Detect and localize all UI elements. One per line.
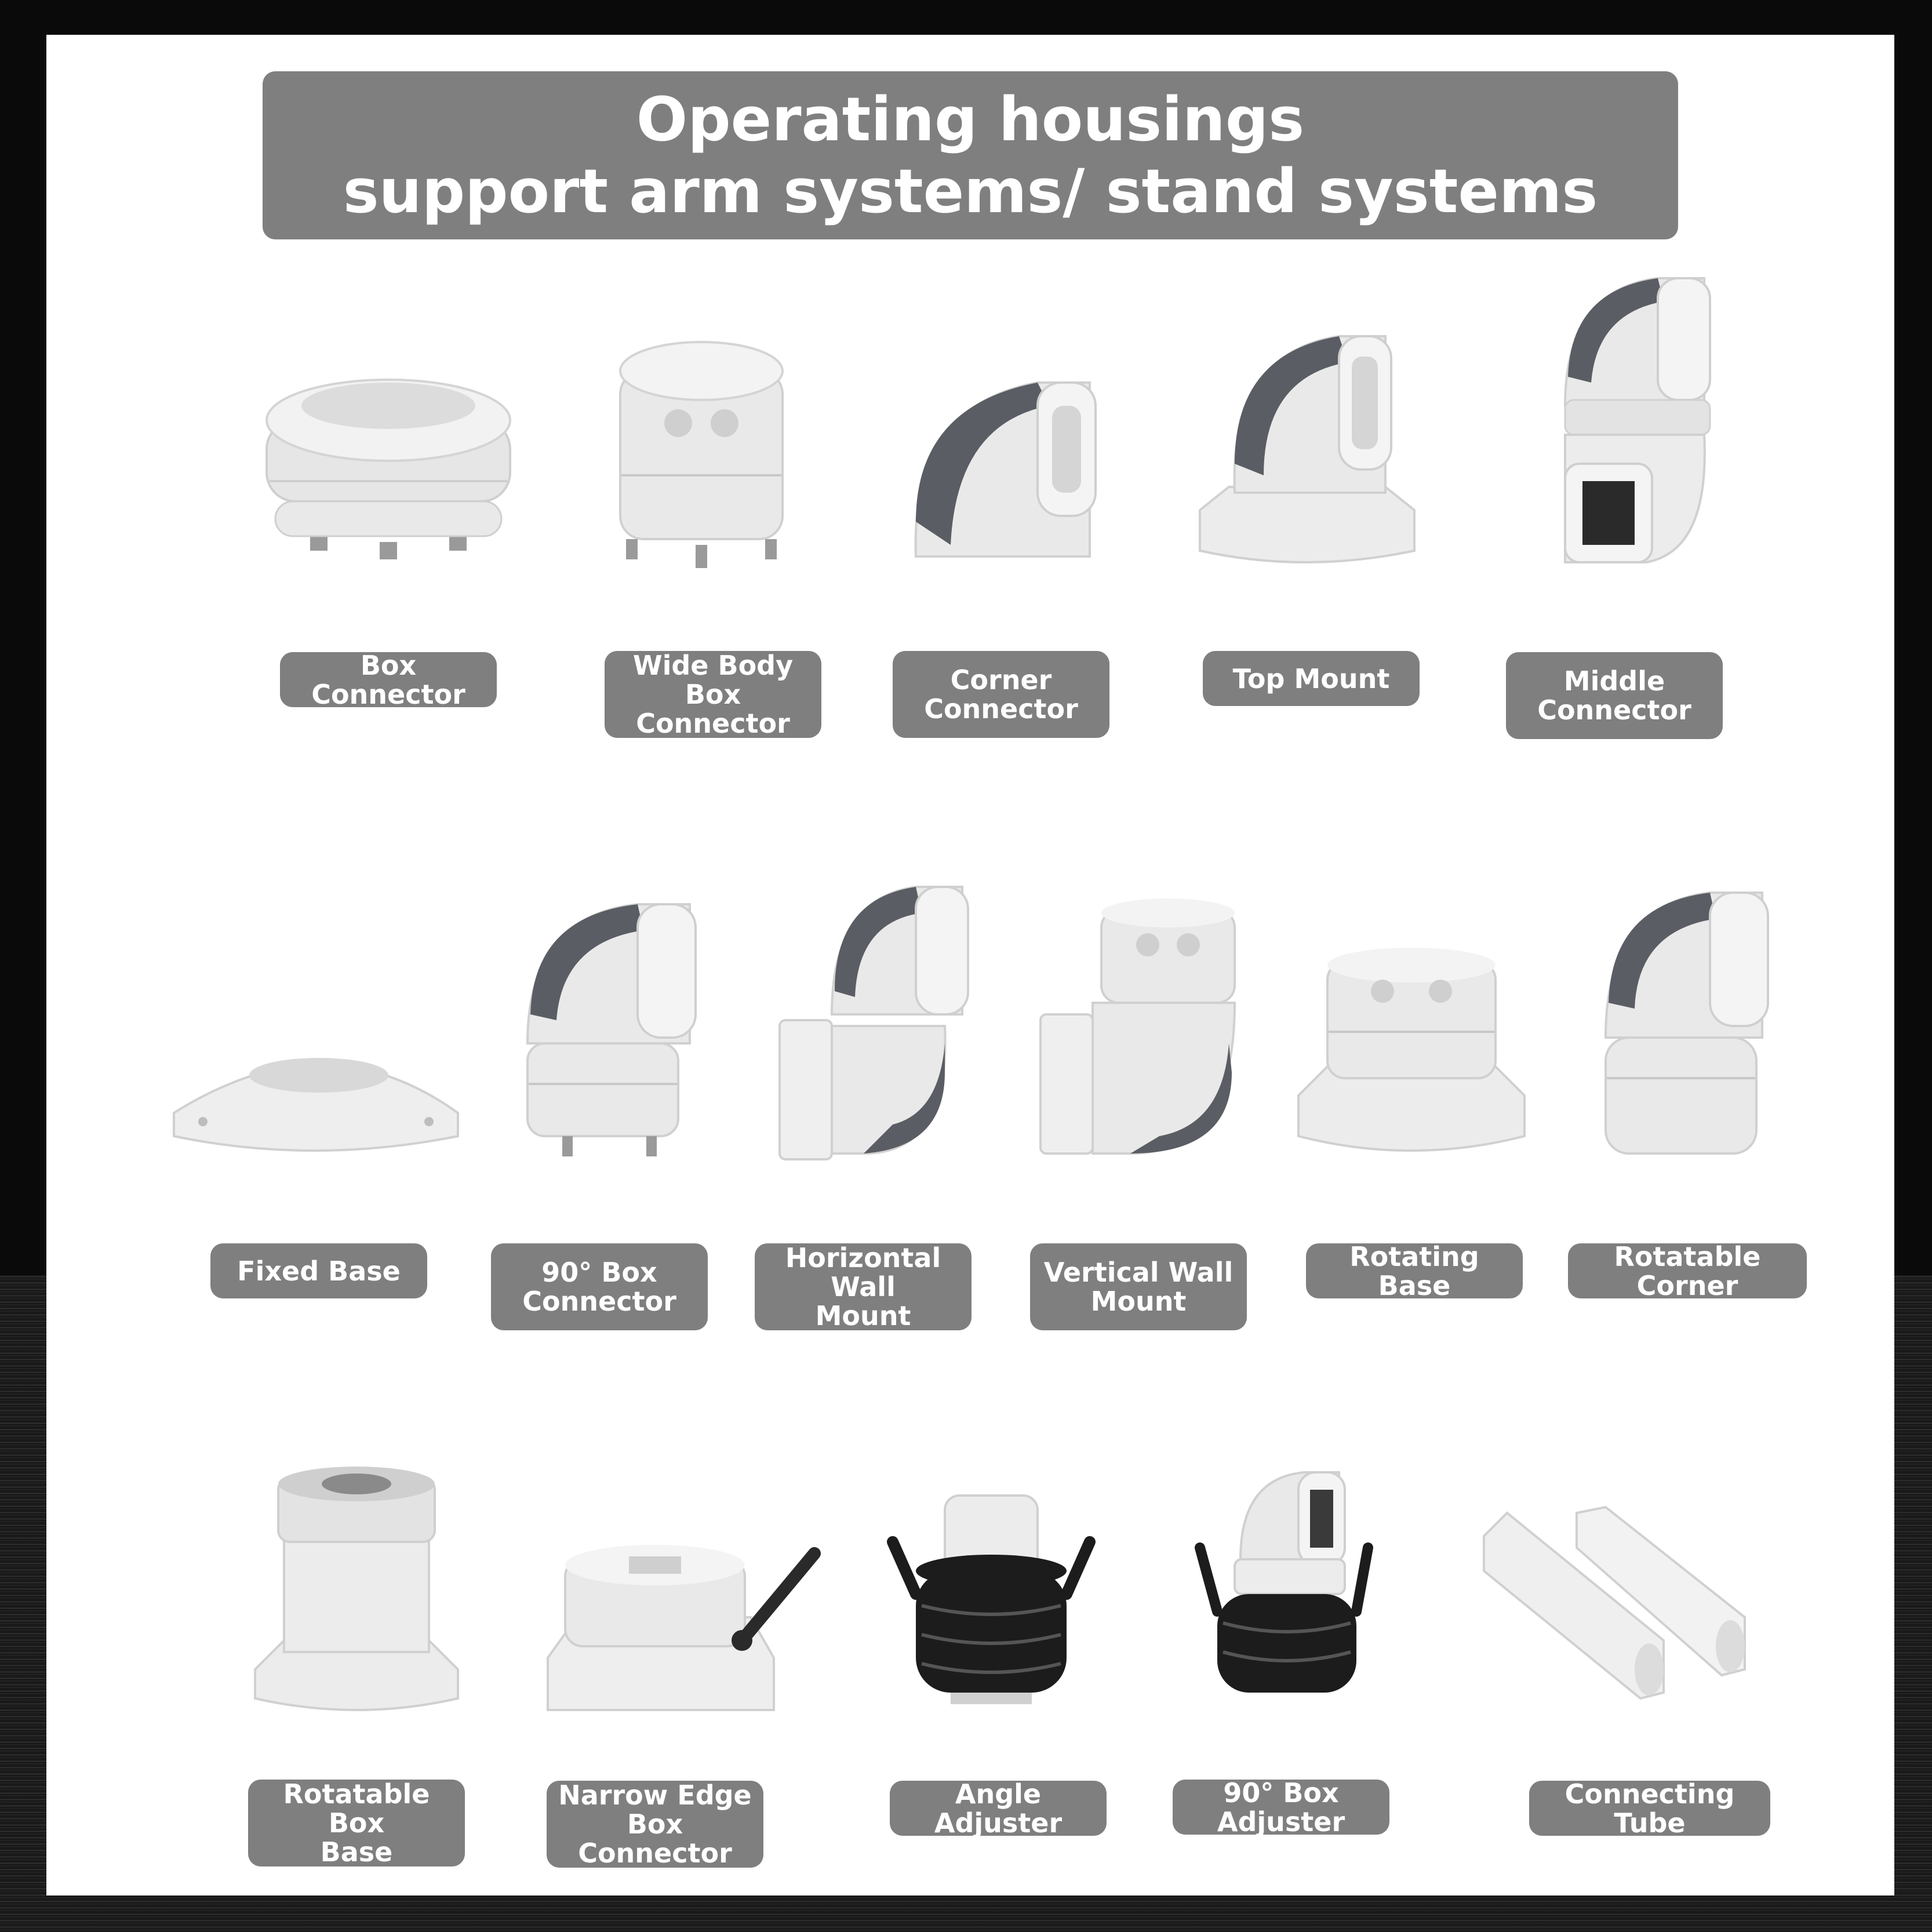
product-label: Rotatable Box Base <box>248 1780 465 1866</box>
90-box-connector-icon <box>526 903 697 1156</box>
angle-adjuster-icon <box>887 1494 1096 1704</box>
product-label: Middle Connector <box>1506 652 1723 739</box>
vertical-wall-mount-icon <box>1039 898 1236 1155</box>
rotatable-corner-icon <box>1604 892 1769 1155</box>
product-label: Connecting Tube <box>1529 1780 1770 1838</box>
product-label: Vertical Wall Mount <box>1030 1243 1247 1330</box>
product-label: Top Mount <box>1203 651 1420 706</box>
page-title-line-2: support arm systems/ stand systems <box>343 156 1598 227</box>
product-label: Angle Adjuster <box>890 1780 1107 1838</box>
product-label: 90° Box Connector <box>491 1243 708 1330</box>
wide-body-box-connector-icon <box>619 341 784 568</box>
middle-connector-icon <box>1563 277 1711 563</box>
narrow-edge-box-connector-icon <box>547 1545 821 1711</box>
fixed-base-icon <box>173 1058 459 1152</box>
product-label: 90° Box Adjuster <box>1173 1778 1389 1836</box>
rotatable-box-base-icon <box>254 1467 459 1711</box>
page-title-banner: Operating housings support arm systems/ … <box>263 71 1678 239</box>
product-label: Narrow Edge Box Connector <box>547 1781 763 1868</box>
product-label: Box Connector <box>280 651 497 709</box>
rotating-base-icon <box>1297 948 1526 1152</box>
product-label: Horizontal Wall Mount <box>755 1243 972 1330</box>
product-label: Corner Connector <box>893 651 1109 738</box>
horizontal-wall-mount-icon <box>778 886 969 1160</box>
connecting-tube-icon <box>1483 1505 1746 1700</box>
product-label: Rotating Base <box>1306 1242 1523 1300</box>
90-box-adjuster-icon <box>1195 1471 1373 1693</box>
top-mount-icon <box>1199 335 1416 563</box>
box-connector-icon <box>265 379 511 559</box>
product-label: Rotatable Corner <box>1568 1242 1807 1300</box>
product-label: Wide Body Box Connector <box>605 651 821 738</box>
page-title-line-1: Operating housings <box>636 84 1305 155</box>
corner-connector-icon <box>914 381 1097 558</box>
product-label: Fixed Base <box>210 1243 427 1298</box>
